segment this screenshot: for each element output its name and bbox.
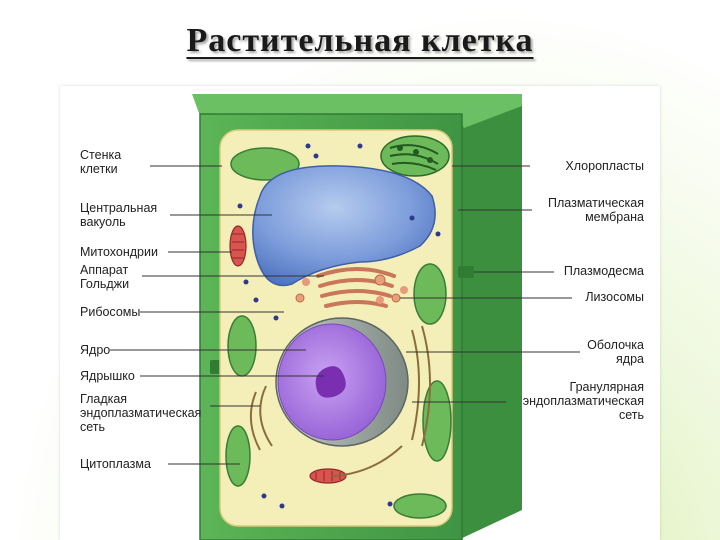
cell-wall-side	[458, 94, 522, 540]
label-nucleolus: Ядрышко	[80, 369, 135, 383]
ribosomes	[237, 143, 441, 509]
nucleolus	[315, 366, 346, 398]
rough-er	[331, 325, 431, 477]
chloroplasts	[225, 135, 452, 519]
page-title: Растительная клетка	[186, 22, 534, 59]
label-plasma-membrane: Плазматическая мембрана	[548, 196, 644, 224]
label-plasmodesma: Плазмодесма	[563, 264, 644, 278]
label-cell-wall: Стенка клетки	[80, 148, 122, 176]
label-rough-er: Гранулярная эндоплазматическая сеть	[522, 380, 644, 422]
plant-cell-diagram	[110, 94, 580, 540]
label-chloroplasts: Хлоропласты	[565, 159, 644, 173]
cell-wall-top	[192, 94, 522, 116]
central-vacuole	[252, 165, 436, 287]
plasmodesma-left	[210, 360, 222, 374]
smooth-er	[249, 385, 273, 451]
label-smooth-er: Гладкая эндоплазматическая сеть	[80, 392, 202, 434]
leader-lines	[110, 165, 580, 465]
label-central-vacuole: Центральная вакуоль	[80, 201, 158, 229]
diagram-panel: Стенка клетки Центральная вакуоль Митохо…	[60, 86, 660, 540]
label-cytoplasm: Цитоплазма	[80, 457, 151, 471]
lysosomes	[295, 274, 401, 303]
label-nucleus: Ядро	[80, 343, 111, 357]
label-ribosomes: Рибосомы	[80, 305, 141, 319]
label-nuclear-envelope: Оболочка ядра	[587, 338, 644, 366]
label-mitochondria: Митохондрии	[80, 245, 158, 259]
plasmodesma-right	[458, 266, 474, 278]
mitochondria	[229, 225, 347, 484]
label-golgi: Аппарат Гольджи	[80, 263, 130, 291]
golgi-apparatus	[316, 267, 396, 308]
label-lysosomes: Лизосомы	[585, 290, 644, 304]
